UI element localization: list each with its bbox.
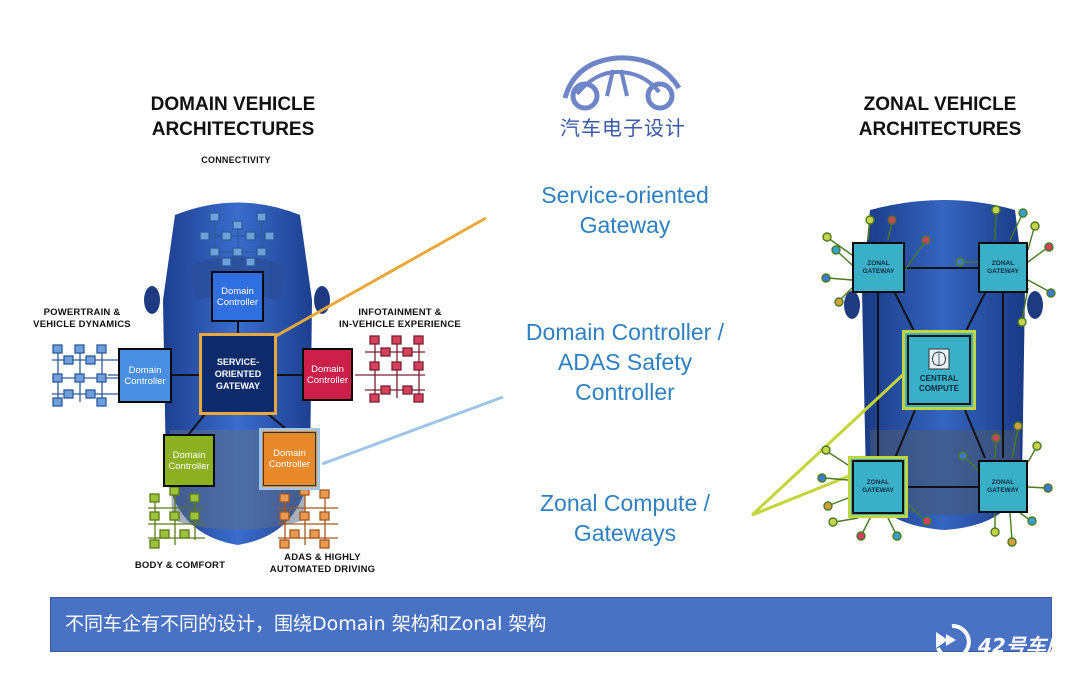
powertrain-label: POWERTRAIN & VEHICLE DYNAMICS xyxy=(33,307,131,330)
body-comfort-tree-icon xyxy=(148,486,205,549)
zonal-gateway-rear-left: ZONAL GATEWAY xyxy=(848,456,908,518)
infotainment-label: INFOTAINMENT & IN-VEHICLE EXPERIENCE xyxy=(339,307,461,330)
powertrain-tree-icon xyxy=(52,344,118,407)
adas-tree-icon xyxy=(278,486,338,549)
zonal-compute-caption: Zonal Compute / Gateways xyxy=(539,490,711,546)
service-oriented-gateway-box: SERVICE- ORIENTED GATEWAY xyxy=(199,333,277,415)
domain-controller-adas: Domain Controller xyxy=(259,428,320,490)
domain-controller-infotainment: Domain Controller xyxy=(302,348,353,401)
zonal-sensor-nodes xyxy=(817,205,1056,547)
infotainment-tree-icon xyxy=(355,335,425,403)
right-internal-links xyxy=(877,267,1004,488)
gateway-connector-line xyxy=(275,216,487,338)
central-compute-box: CENTRAL COMPUTE xyxy=(902,330,976,410)
zonal-connector-line-1 xyxy=(750,369,909,517)
car-outline-logo-icon xyxy=(562,55,682,111)
connectivity-tree-icon xyxy=(199,212,275,267)
adas-connector-line xyxy=(321,395,504,466)
watermark: 42号车库 xyxy=(928,620,1080,660)
watermark-text: 42号车库 xyxy=(978,634,1066,658)
brain-chip-icon xyxy=(928,348,950,370)
zonal-connector-line-2 xyxy=(751,474,850,517)
play-logo-icon xyxy=(936,623,971,660)
domain-controller-caption: Domain Controller / ADAS Safety Controll… xyxy=(525,319,725,405)
body-comfort-label: BODY & COMFORT xyxy=(134,560,226,571)
zonal-gateway-front-right: ZONAL GATEWAY xyxy=(978,242,1028,293)
zonal-gateway-rear-right: ZONAL GATEWAY xyxy=(978,460,1028,513)
service-oriented-gateway-label: SERVICE- ORIENTED GATEWAY xyxy=(214,357,262,391)
service-oriented-gateway-caption: Service-oriented Gateway xyxy=(541,182,709,238)
logo-text: 汽车电子设计 xyxy=(560,116,686,140)
adas-label: ADAS & HIGHLY AUTOMATED DRIVING xyxy=(269,552,376,575)
connectivity-label: CONNECTIVITY xyxy=(201,155,271,165)
domain-controller-powertrain: Domain Controller xyxy=(118,348,172,403)
summary-banner: 不同车企有不同的设计，围绕Domain 架构和Zonal 架构 xyxy=(50,597,1052,652)
domain-controller-body: Domain Controller xyxy=(163,434,215,487)
banner-text: 不同车企有不同的设计，围绕Domain 架构和Zonal 架构 xyxy=(65,613,547,635)
left-internal-links xyxy=(172,322,302,435)
zonal-gateway-front-left: ZONAL GATEWAY xyxy=(852,242,905,293)
central-compute-label: CENTRAL COMPUTE xyxy=(919,374,959,393)
zonal-architecture-title: ZONAL VEHICLE ARCHITECTURES xyxy=(858,94,1022,140)
domain-controller-connectivity: Domain Controller xyxy=(211,271,264,322)
domain-architecture-title: DOMAIN VEHICLE ARCHITECTURES xyxy=(150,94,316,140)
